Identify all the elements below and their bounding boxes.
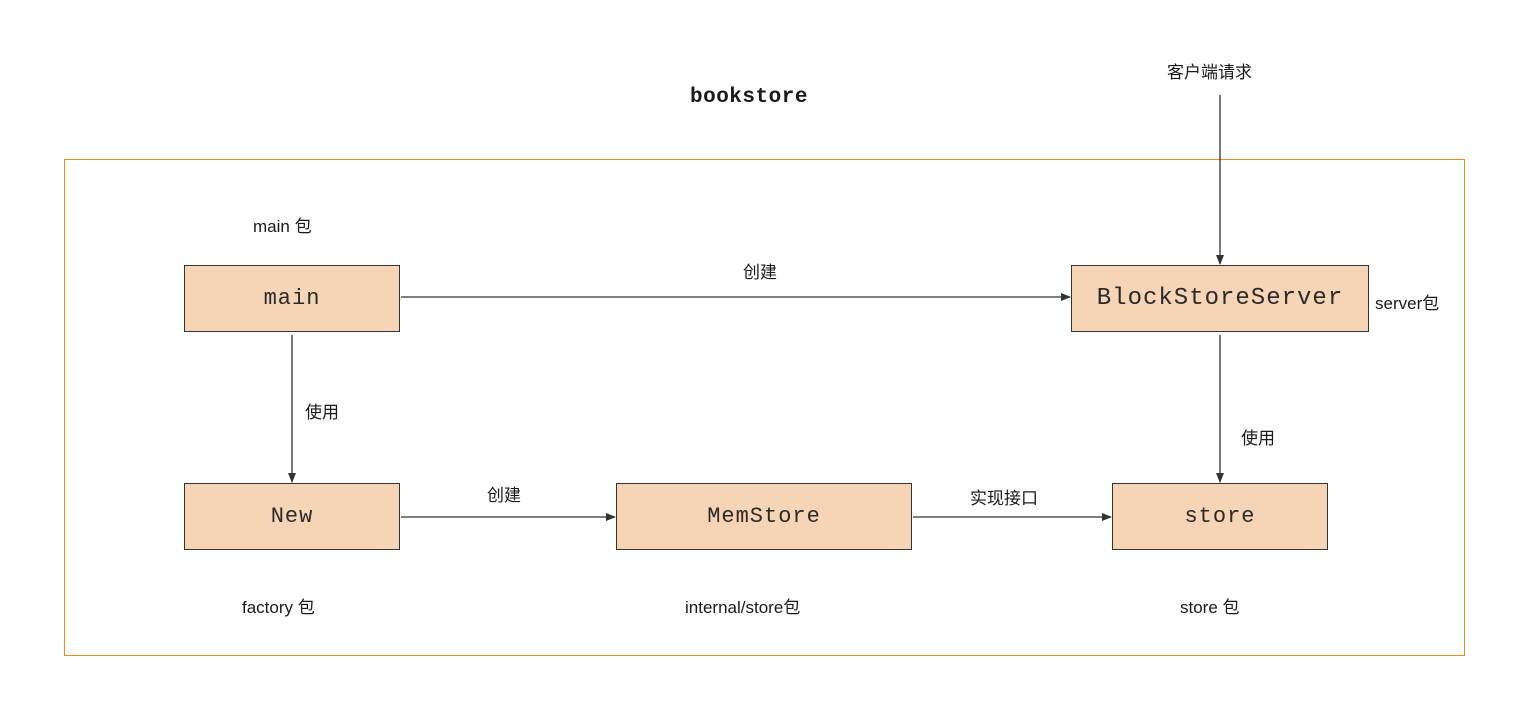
main-package-label: main 包 bbox=[253, 217, 312, 236]
server-node: BlockStoreServer bbox=[1071, 265, 1369, 332]
edge-label-memstore-to-store: 实现接口 bbox=[970, 489, 1038, 508]
edge-label-main-to-server: 创建 bbox=[743, 263, 777, 282]
diagram-title: bookstore bbox=[690, 86, 808, 109]
bookstore-frame bbox=[64, 159, 1465, 656]
store-node: store bbox=[1112, 483, 1328, 550]
memstore-node: MemStore bbox=[616, 483, 912, 550]
store-package-label: store 包 bbox=[1180, 598, 1240, 617]
edge-label-server-to-store: 使用 bbox=[1241, 429, 1275, 448]
internal-store-package-label: internal/store包 bbox=[685, 598, 801, 617]
edge-label-new-to-memstore: 创建 bbox=[487, 486, 521, 505]
client-request-label: 客户端请求 bbox=[1167, 63, 1252, 82]
edge-label-main-to-new: 使用 bbox=[305, 403, 339, 422]
server-package-label: server包 bbox=[1375, 294, 1440, 313]
new-node: New bbox=[184, 483, 400, 550]
factory-package-label: factory 包 bbox=[242, 598, 315, 617]
main-node: main bbox=[184, 265, 400, 332]
